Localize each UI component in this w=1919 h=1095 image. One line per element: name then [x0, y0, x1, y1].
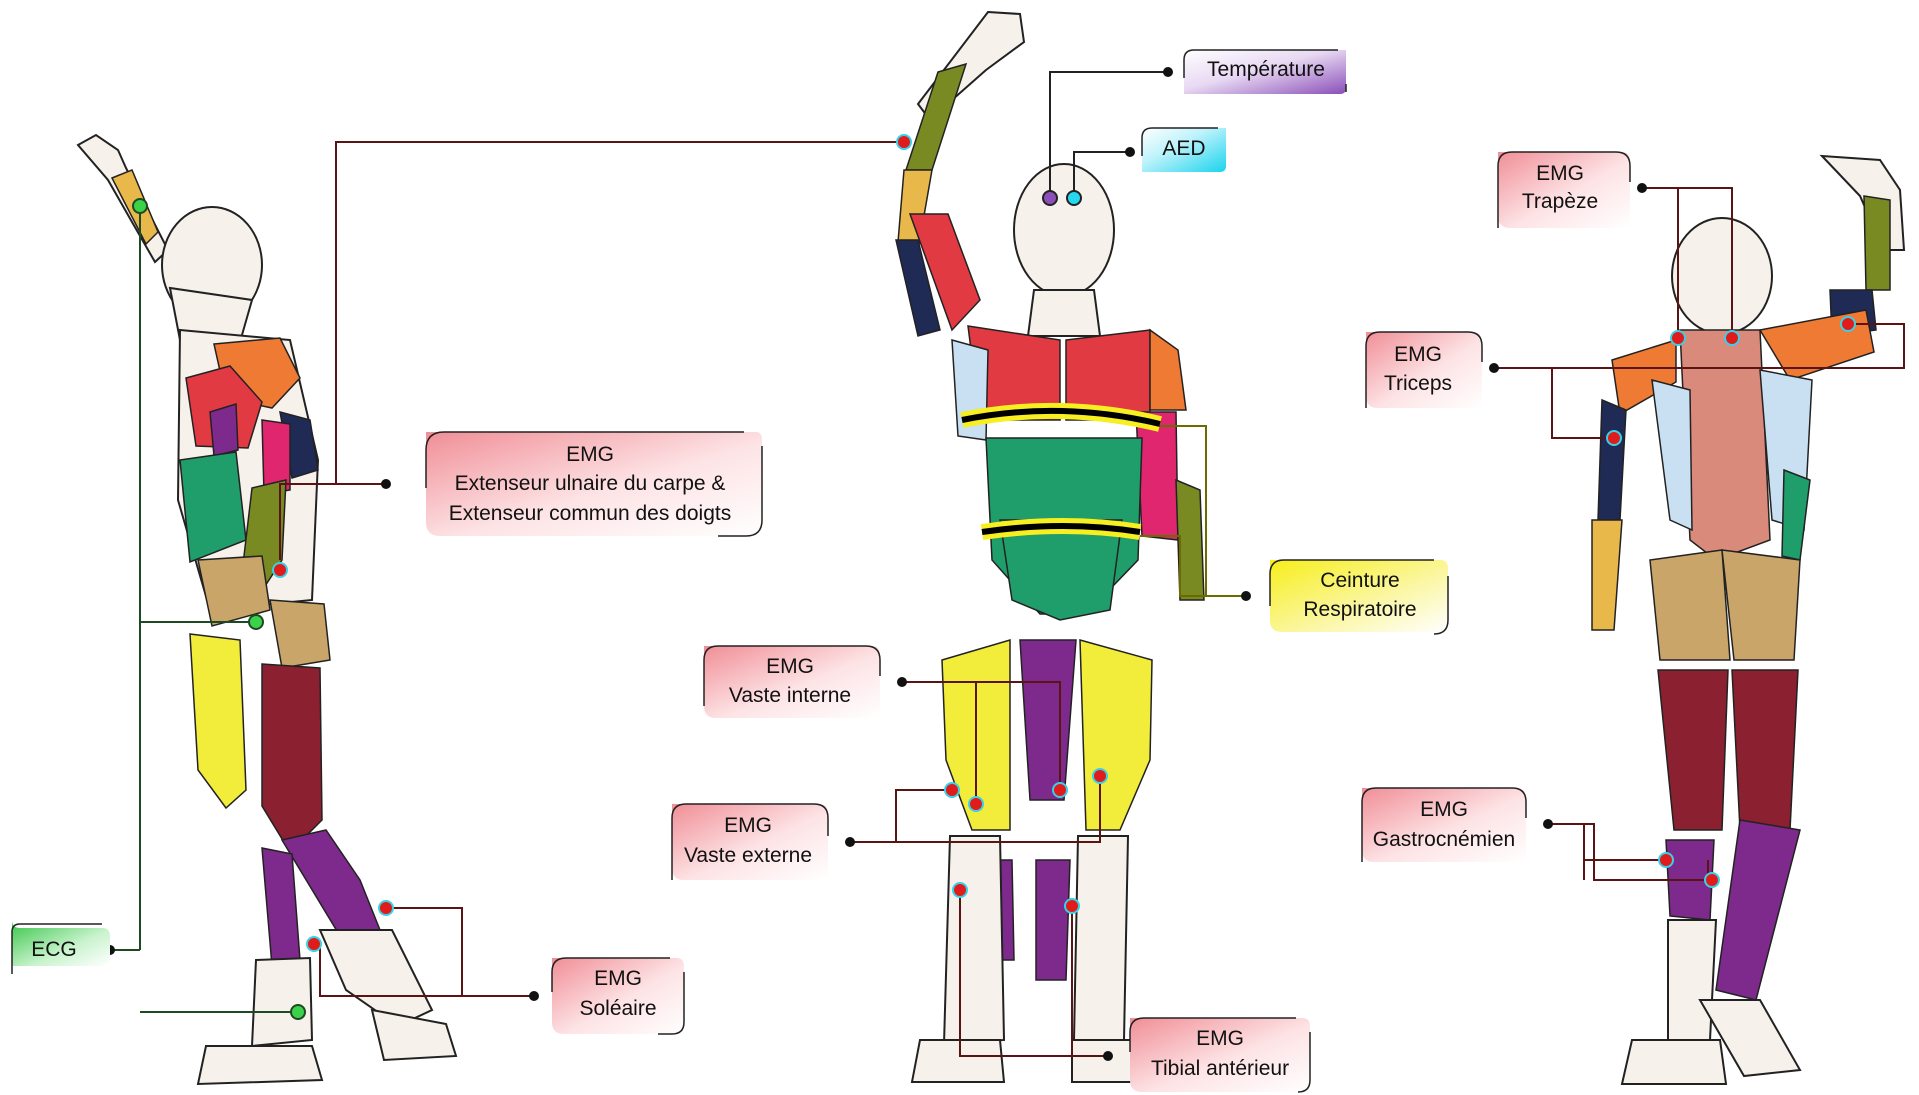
emg-electrode-vaste-interne-2	[1053, 783, 1067, 797]
emg-electrode-trapeze-1	[1671, 331, 1685, 345]
tibial-line2: Tibial antérieur	[1151, 1057, 1289, 1080]
ecg-electrode-hand	[249, 615, 263, 629]
label-gastro: EMG Gastrocnémien	[1362, 788, 1526, 862]
figure-back-view	[1592, 156, 1904, 1084]
trapeze-title: EMG	[1536, 162, 1584, 185]
ecg-electrode-wrist	[133, 199, 147, 213]
aed-electrode	[1067, 191, 1081, 205]
vaste-interne-line2: Vaste interne	[729, 684, 851, 707]
label-triceps: EMG Triceps	[1366, 332, 1482, 408]
figure-side-view	[78, 135, 456, 1084]
ceinture-line2: Respiratoire	[1303, 598, 1416, 621]
vaste-externe-title: EMG	[724, 814, 772, 837]
label-tibial: EMG Tibial antérieur	[1130, 1018, 1310, 1092]
aed-label: AED	[1162, 137, 1205, 160]
emg-electrode-forearm-front	[897, 135, 911, 149]
emg-electrode-tibial-2	[1065, 899, 1079, 913]
label-aed: AED	[1142, 128, 1226, 172]
emg-electrode-tibial-1	[953, 883, 967, 897]
label-soleaire: EMG Soléaire	[552, 958, 684, 1034]
emg-extenseur-title: EMG	[566, 443, 614, 466]
vaste-interne-title: EMG	[766, 655, 814, 678]
label-trapeze: EMG Trapèze	[1498, 152, 1630, 228]
label-vaste-externe: EMG Vaste externe	[672, 804, 828, 880]
label-vaste-interne: EMG Vaste interne	[704, 646, 880, 718]
emg-electrode-vaste-interne-1	[969, 797, 983, 811]
soleaire-title: EMG	[594, 967, 642, 990]
emg-electrode-gastro-1	[1659, 853, 1673, 867]
emg-electrode-triceps-2	[1607, 431, 1621, 445]
tibial-title: EMG	[1196, 1027, 1244, 1050]
triceps-line2: Triceps	[1384, 372, 1452, 395]
gastro-line2: Gastrocnémien	[1373, 828, 1515, 851]
emg-electrode-vaste-externe-1	[945, 783, 959, 797]
label-extenseur: EMG Extenseur ulnaire du carpe & Extense…	[426, 432, 762, 536]
trapeze-line2: Trapèze	[1522, 190, 1598, 213]
label-temperature: Température	[1184, 50, 1346, 94]
temperature-electrode	[1043, 191, 1057, 205]
label-ecg: ECG	[12, 920, 110, 974]
emg-electrode-gastro-2	[1705, 873, 1719, 887]
emg-electrode-triceps-1	[1841, 317, 1855, 331]
emg-electrode-trapeze-2	[1725, 331, 1739, 345]
emg-electrode-soleaire-2	[307, 937, 321, 951]
ecg-label: ECG	[31, 938, 77, 961]
soleaire-line2: Soléaire	[579, 997, 656, 1020]
triceps-title: EMG	[1394, 343, 1442, 366]
temperature-label: Température	[1207, 58, 1325, 81]
ecg-electrode-ankle	[291, 1005, 305, 1019]
vaste-externe-line2: Vaste externe	[684, 844, 812, 867]
emg-extenseur-line3: Extenseur commun des doigts	[449, 502, 731, 525]
gastro-title: EMG	[1420, 798, 1468, 821]
label-ceinture: Ceinture Respiratoire	[1270, 560, 1448, 634]
emg-electrode-forearm-side	[273, 563, 287, 577]
emg-electrode-vaste-externe-2	[1093, 769, 1107, 783]
emg-extenseur-line2: Extenseur ulnaire du carpe &	[455, 472, 726, 495]
ceinture-line1: Ceinture	[1320, 569, 1399, 592]
emg-electrode-soleaire-1	[379, 901, 393, 915]
